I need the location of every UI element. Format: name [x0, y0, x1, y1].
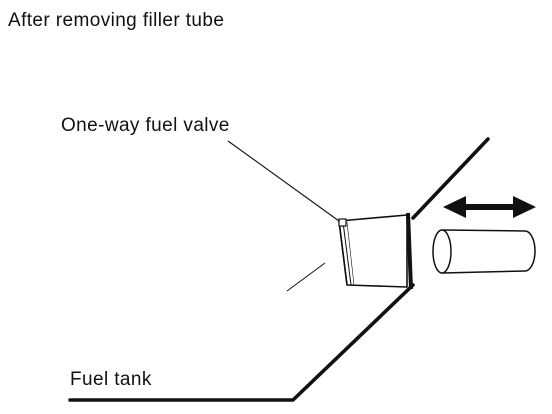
filler-tube [432, 229, 536, 274]
fuel-tank-label: Fuel tank [70, 369, 152, 390]
fuel-tank-wall [68, 137, 490, 402]
filler-tube-opening [432, 229, 452, 274]
one-way-fuel-valve [338, 212, 413, 290]
diagram-title: After removing filler tube [8, 10, 225, 31]
double-headed-arrow-icon [443, 196, 536, 218]
valve-shading-line [346, 221, 355, 286]
one-way-fuel-valve-label: One-way fuel valve [61, 115, 230, 136]
valve-tip [338, 218, 347, 227]
valve-leader-line-lower [286, 262, 326, 292]
valve-shading-line [342, 221, 352, 286]
valve-leader-line [227, 140, 340, 222]
valve-flange [406, 212, 413, 290]
